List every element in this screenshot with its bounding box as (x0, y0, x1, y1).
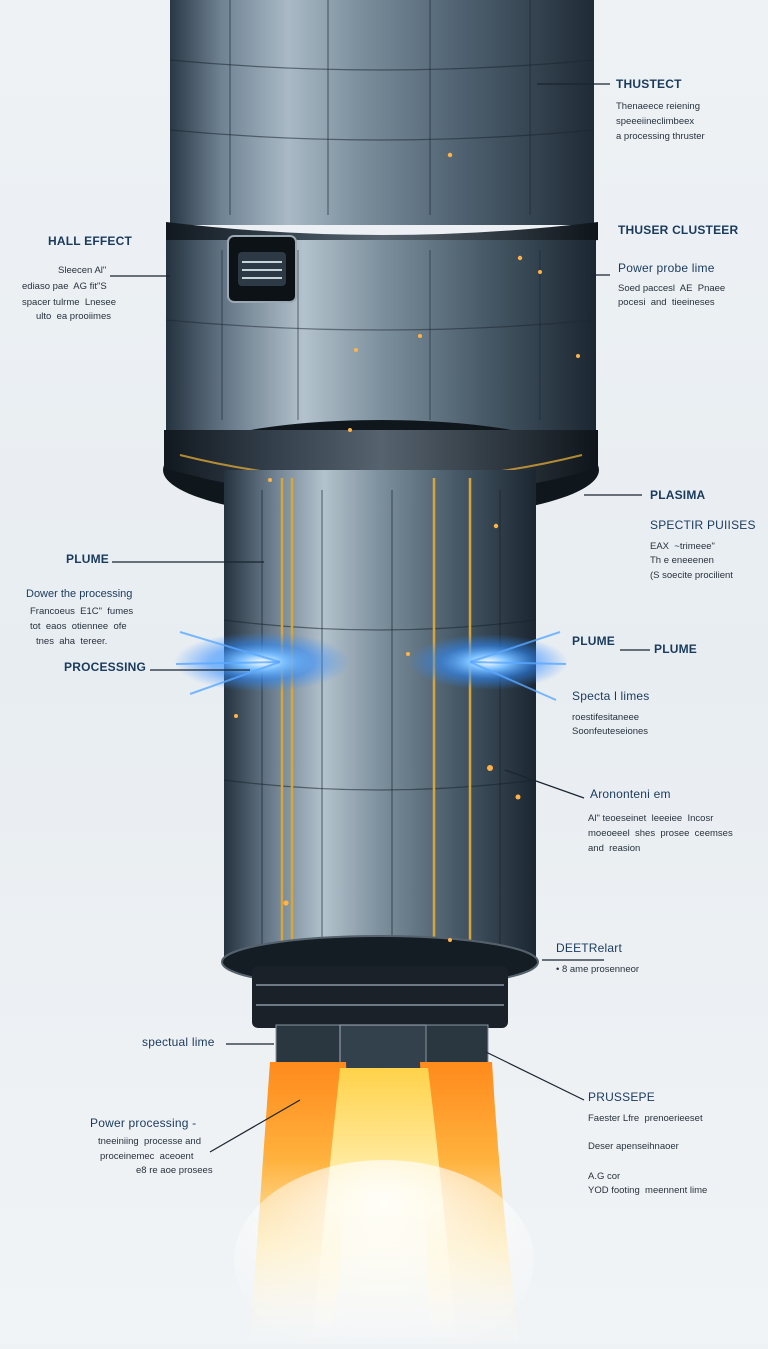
label-thruster-cluster: THUSER CLUSTEER (618, 223, 739, 237)
label-plume-left-line-1: Dower the processing (26, 588, 133, 600)
label-processing: PROCESSING (64, 660, 147, 674)
label-hall-effect: HALL EFFECT (48, 234, 132, 248)
label-plasma-line-3: (S soecite procilient (650, 570, 733, 581)
label-hall-effect-line-3: spacer tulrme Lnesee (22, 297, 116, 308)
plume-rays (175, 631, 567, 701)
gold-conduits (280, 478, 472, 950)
label-deetrelart-line-1: • 8 ame prosenneor (556, 964, 640, 975)
label-power-processing-line-3: e8 re aoe prosees (136, 1165, 213, 1176)
label-prussepe-line-1: Faester Lfre prenoerieeset (588, 1113, 703, 1124)
label-plasma-line-1: EAX ~trimeee" (650, 541, 715, 552)
label-thustect-line-2: speeeiineclimbeex (616, 116, 695, 127)
engine-block (252, 966, 508, 1028)
label-plume-left: PLUME (66, 552, 109, 566)
label-plasma: PLASIMA (650, 488, 706, 502)
label-hall-effect-line-1: Sleecen Al" (58, 265, 107, 276)
lower-panel-lines (223, 490, 537, 950)
label-hall-effect-line-2: ediaso pae AG fit"S (22, 281, 107, 292)
label-thruster-cluster-line-1: Soed paccesl AE Pnaee (618, 283, 726, 294)
label-plume-left-line-2: Francoeus E1C" fumes (30, 606, 134, 617)
leader-lines (110, 83, 650, 1153)
hull-lights (234, 152, 580, 942)
label-power-processing-line-1: tneeiniing processe and (98, 1136, 201, 1147)
engine-rings (256, 984, 504, 1006)
label-aronontiem-line-3: and reasion (588, 843, 641, 854)
label-hall-effect-line-4: ulto ea prooiimes (36, 311, 111, 322)
label-aronontiem-line-1: Al" teoeseinet leeeiee Incosr (588, 813, 714, 824)
label-thruster-cluster-subtitle: Power probe lime (618, 261, 715, 275)
label-spectra-lines-line-1: roestifesitaneee (572, 712, 640, 723)
label-thruster-cluster-line-2: pocesi and tieeineses (618, 297, 715, 308)
label-thustect-line-3: a processing thruster (616, 131, 705, 142)
label-plasma-subtitle: SPECTIR PUIISES (650, 518, 756, 532)
label-aronontiem: Arononteni em (590, 787, 671, 801)
label-prussepe-line-4: YOD footing meennent lime (588, 1185, 708, 1196)
label-plasma-line-2: Th e eneeenen (650, 555, 714, 566)
hatch-window (227, 235, 297, 303)
label-prussepe-line-3: A.G cor (588, 1171, 621, 1182)
label-plume-left-line-4: tnes aha tereer. (36, 636, 108, 647)
label-spectual-lime: spectual lime (142, 1035, 215, 1049)
lower-hull (224, 470, 536, 960)
upper-hull (170, 0, 594, 225)
label-spectra-lines-line-2: Soonfeuteseiones (572, 726, 649, 737)
label-prussepe-line-2: Deser apenseihnaoer (588, 1141, 679, 1152)
label-plume-left-line-3: tot eaos otiennee ofe (30, 621, 127, 632)
label-power-processing-line-2: proceinemec aceoent (100, 1151, 194, 1162)
exhaust-plume (234, 1062, 534, 1349)
label-power-processing: Power processing - (90, 1116, 197, 1130)
middle-panel-lines (165, 250, 597, 420)
label-prussepe: PRUSSEPE (588, 1090, 655, 1104)
label-spectra-lines: Specta l limes (572, 689, 650, 703)
upper-panel-lines (169, 0, 595, 215)
label-deetrelart: DEETRelart (556, 941, 623, 955)
label-aronontiem-line-2: moeoeeel shes prosee ceemses (588, 828, 733, 839)
label-thustect: THUSTECT (616, 77, 682, 91)
label-plume-right-a: PLUME (572, 634, 615, 648)
label-plume-right-b: PLUME (654, 642, 697, 656)
nozzles (275, 1024, 489, 1076)
label-thustect-line-1: Thenaeece reiening (616, 101, 700, 112)
